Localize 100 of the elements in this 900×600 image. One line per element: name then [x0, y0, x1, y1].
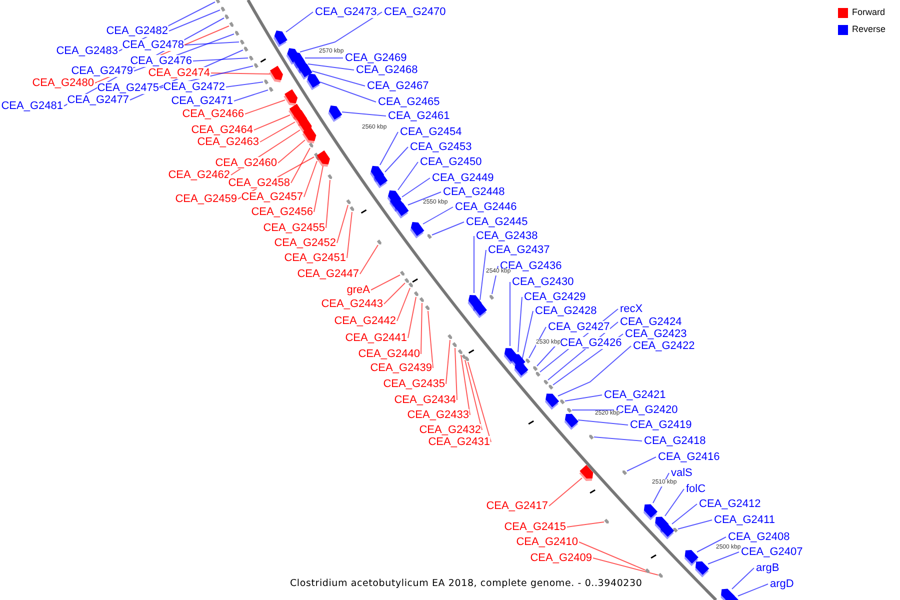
leader-line: [738, 584, 768, 596]
leader-line: [548, 478, 582, 506]
leader-line: [278, 140, 306, 164]
leader-line: [594, 436, 642, 442]
gene-feature: [328, 174, 332, 180]
gene-feature: [564, 414, 579, 430]
gene-label: CEA_G2464: [191, 124, 253, 136]
gene-feature: [560, 400, 565, 404]
gene-feature: [425, 305, 430, 310]
gene-label: CEA_G2470: [384, 6, 446, 18]
gene-label: CEA_G2418: [644, 435, 706, 447]
leader-line: [522, 310, 534, 360]
gene-label: CEA_G2439: [370, 362, 432, 374]
gene-label: CEA_G2435: [383, 378, 445, 390]
gene-label: CEA_G2467: [367, 80, 429, 92]
gene-feature: [400, 270, 405, 276]
gene-label: CEA_G2461: [388, 110, 450, 122]
leader-line: [234, 90, 268, 102]
gene-feature: [419, 297, 424, 302]
gene-feature: [284, 89, 298, 106]
gene-feature: [249, 56, 254, 61]
leader-line: [286, 12, 314, 32]
leader-line: [626, 456, 656, 472]
gene-feature: [589, 434, 594, 440]
gene-label: CEA_G2434: [394, 394, 456, 406]
gene-label: CEA_G2415: [504, 521, 566, 533]
gene-feature: [427, 234, 432, 240]
leader-line: [360, 244, 378, 274]
gene-label: CEA_G2480: [32, 77, 94, 89]
gene-label: CEA_G2416: [658, 451, 720, 463]
leader-line: [518, 296, 522, 352]
gene-label: CEA_G2473: [315, 6, 377, 18]
leader-line: [192, 58, 248, 62]
leader-line: [652, 472, 670, 504]
gene-feature: [410, 222, 424, 238]
leader-line: [226, 82, 264, 88]
leader-line: [320, 82, 376, 102]
leader-line: [732, 568, 754, 590]
gene-feature: [224, 14, 230, 20]
caption: Clostridium acetobutylicum EA 2018, complete genome. - 0..3940230: [290, 578, 642, 589]
gene-feature: [448, 334, 452, 339]
gene-label: greA: [346, 284, 370, 296]
gene-label: CEA_G2442: [334, 315, 396, 327]
leader-line: [696, 536, 726, 552]
gene-feature: [316, 150, 330, 167]
gene-feature: [544, 380, 548, 385]
gene-label: CEA_G2451: [284, 252, 346, 264]
leader-line: [312, 70, 366, 86]
leader-line: [672, 504, 698, 524]
leader-line: [260, 122, 296, 142]
gene-label: CEA_G2426: [560, 337, 622, 349]
gene-feature: [264, 79, 269, 85]
gene-feature: [350, 206, 354, 212]
gene-label: CEA_G2468: [356, 64, 418, 76]
gene-feature: [536, 372, 540, 377]
gene-feature: [328, 105, 342, 122]
gene-label: CEA_G2452: [274, 237, 336, 249]
gene-label: CEA_G2447: [297, 268, 359, 280]
gene-label: CEA_G2471: [171, 95, 233, 107]
gene-feature: [306, 74, 320, 90]
leader-line: [578, 542, 646, 570]
gene-label: CEA_G2412: [699, 498, 761, 510]
gene-feature: [464, 356, 470, 362]
leader-line: [480, 250, 486, 300]
gene-feature: [274, 30, 288, 48]
leader-line: [408, 296, 416, 338]
leader-line: [380, 132, 398, 166]
gene-label: CEA_G2410: [516, 536, 578, 548]
leader-line: [210, 72, 270, 74]
leader-line: [336, 204, 348, 244]
gene-feature: [394, 202, 409, 218]
gene-feature: [660, 523, 674, 540]
leader-line: [678, 520, 712, 530]
gene-feature: [548, 384, 554, 390]
gene-label: CEA_G2437: [488, 244, 550, 256]
leader-line: [492, 266, 498, 294]
gene-feature: [452, 342, 457, 347]
gene-label: argD: [770, 578, 794, 590]
gene-feature: [308, 142, 314, 148]
gene-label: CEA_G2466: [182, 108, 244, 120]
gene-label: argB: [756, 562, 780, 574]
gene-label: CEA_G2431: [428, 436, 490, 448]
gene-label: CEA_G2462: [168, 169, 230, 181]
gene-label: CEA_G2445: [466, 216, 528, 228]
gene-label: CEA_G2459: [175, 193, 237, 205]
leader-line: [370, 274, 400, 290]
gene-label: CEA_G2448: [443, 186, 505, 198]
leader-line: [432, 222, 464, 236]
gene-feature: [545, 394, 560, 410]
gene-label: CEA_G2456: [251, 206, 313, 218]
gene-label: CEA_G2483: [56, 45, 118, 57]
gene-label: CEA_G2479: [71, 65, 133, 77]
gene-label: CEA_G2454: [400, 126, 462, 138]
leader-line: [384, 146, 408, 172]
legend-label: Reverse: [852, 24, 886, 34]
gene-feature: [604, 518, 609, 524]
gene-feature: [269, 66, 283, 82]
gene-feature: [404, 278, 409, 283]
gene-label: CEA_G2450: [420, 156, 482, 168]
gene-label: CEA_G2474: [148, 67, 210, 79]
